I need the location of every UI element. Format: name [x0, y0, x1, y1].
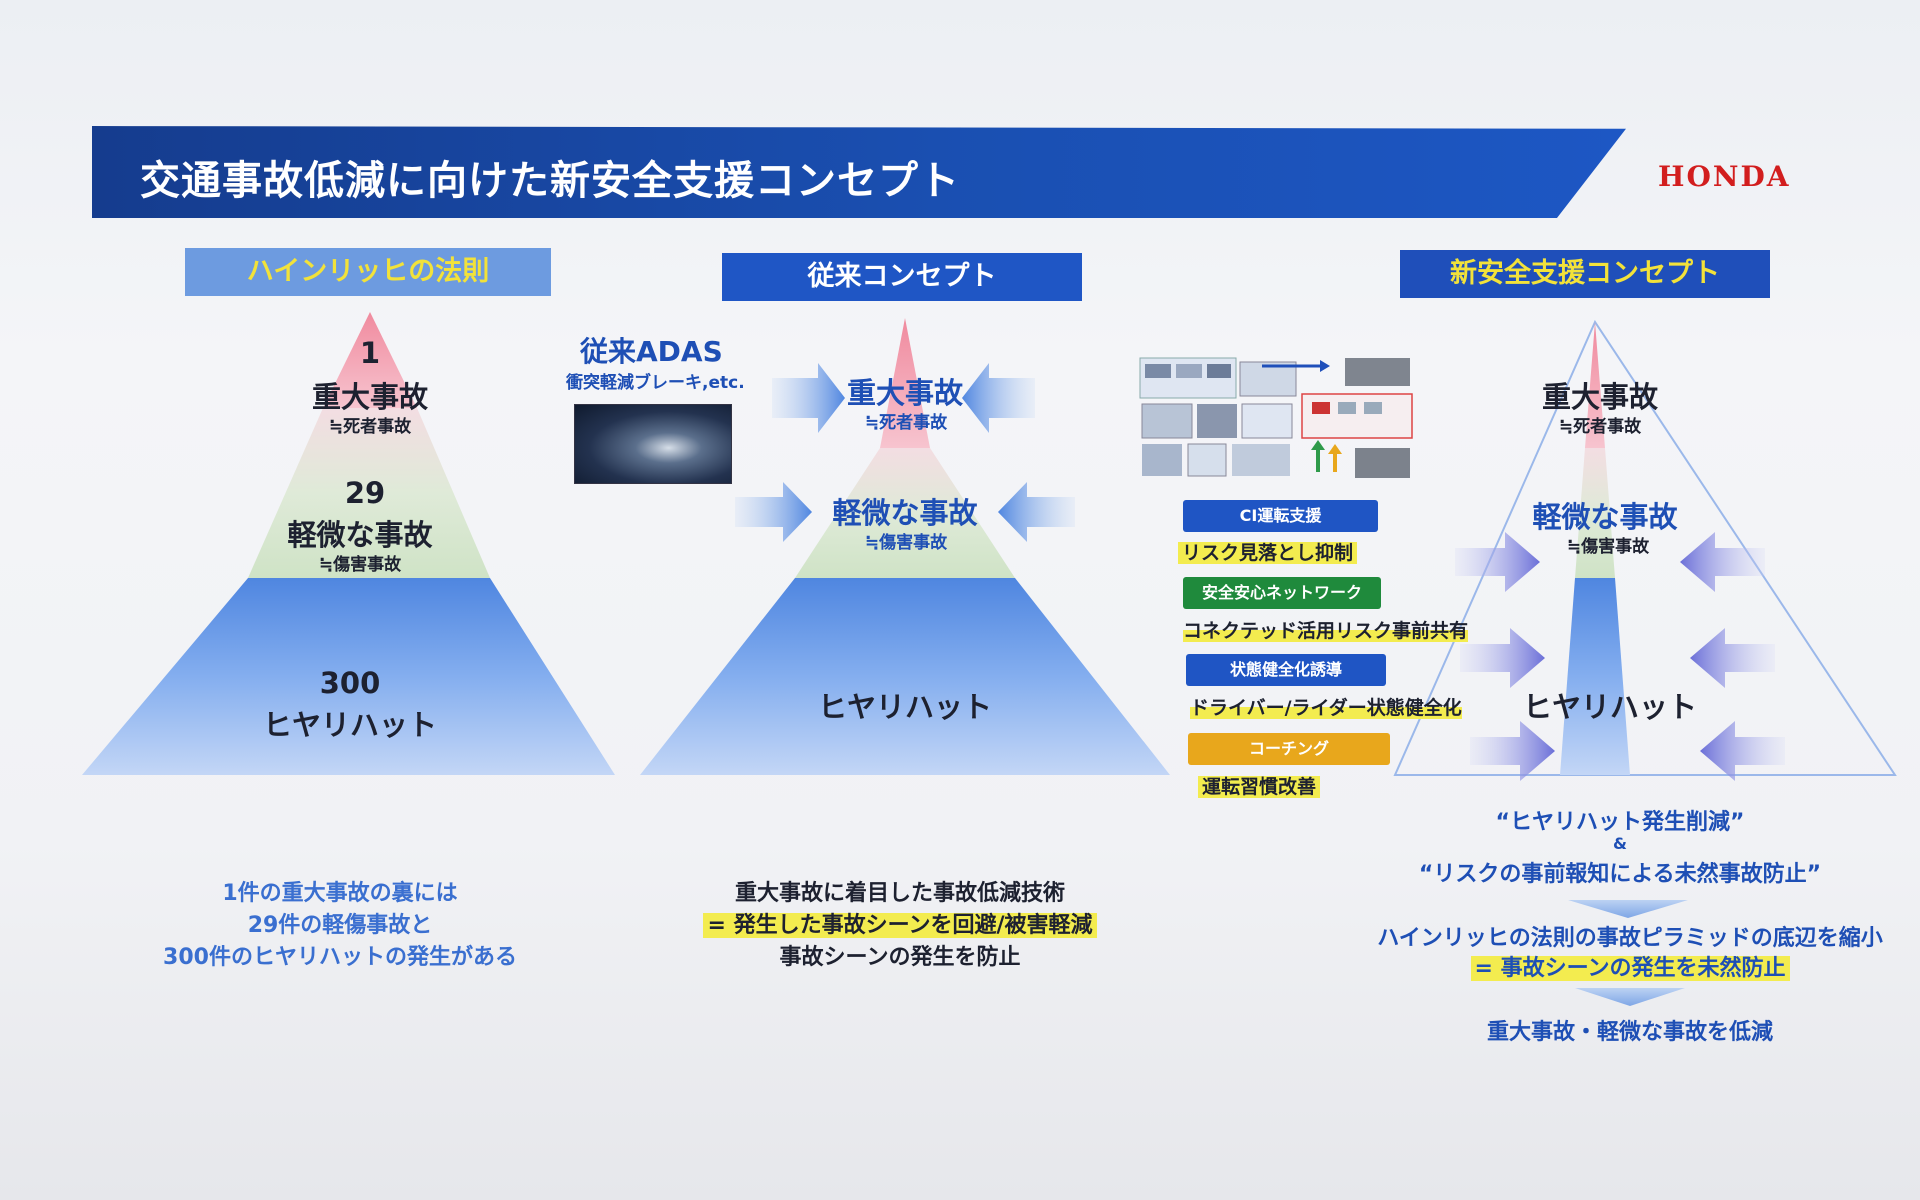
- heinrich-top-label: 重大事故: [311, 380, 428, 414]
- tag-safety-network: 安全安心ネットワーク: [1183, 577, 1381, 609]
- new-result-2: = 事故シーンの発生を未然防止: [1440, 950, 1820, 982]
- tag-coaching: コーチング: [1188, 733, 1390, 765]
- conventional-description: 重大事故に着目した事故低減技術 = 発生した事故シーンを回避/被害軽減 事故シー…: [660, 878, 1140, 974]
- tag-state-guidance: 状態健全化誘導: [1186, 654, 1386, 686]
- heinrich-base-number: 300: [319, 666, 381, 700]
- title-banner: [92, 126, 1626, 218]
- system-collage-image: [1139, 357, 1413, 478]
- heinrich-top-sub: ≒死者事故: [328, 417, 412, 437]
- heinrich-mid-label: 軽微な事故: [287, 518, 433, 552]
- heinrich-mid-sub: ≒傷害事故: [318, 555, 402, 575]
- heinrich-desc-line-3: 300件のヒヤリハットの発生がある: [163, 945, 517, 970]
- conventional-arrows: [735, 363, 1075, 542]
- slide-title: 交通事故低減に向けた新安全支援コンセプト: [140, 158, 960, 204]
- tag-ci-driving-support: CI運転支援: [1183, 500, 1378, 532]
- heinrich-desc-line-1: 1件の重大事故の裏には: [222, 881, 458, 906]
- adas-subtitle: 衝突軽減ブレーキ,etc.: [566, 373, 745, 393]
- new-amp: &: [1613, 834, 1627, 853]
- tag-network-note: コネクテッド活用リスク事前共有: [1183, 620, 1469, 642]
- conventional-desc-line-1: 重大事故に着目した事故低減技術: [734, 881, 1065, 906]
- conventional-desc-line-3: 事故シーンの発生を防止: [779, 945, 1021, 970]
- down-chevron-2: [1575, 988, 1685, 1006]
- adas-car-image: [574, 404, 732, 484]
- down-chevron-1: [1568, 900, 1688, 918]
- heinrich-mid-number: 29: [344, 476, 386, 510]
- new-quote-1: “ヒヤリハット発生削減”: [1495, 810, 1745, 835]
- heinrich-pyramid: [82, 312, 615, 775]
- adas-title: 従来ADAS: [580, 335, 723, 368]
- new-mid-label: 軽微な事故: [1532, 500, 1678, 534]
- new-top-label: 重大事故: [1541, 380, 1658, 414]
- tag-ci-note: リスク見落とし抑制: [1178, 538, 1358, 565]
- heinrich-base-label: ヒヤリハット: [262, 708, 437, 742]
- heinrich-description: 1件の重大事故の裏には 29件の軽傷事故と 300件のヒヤリハットの発生がある: [130, 878, 550, 974]
- new-quote-2: “リスクの事前報知による未然事故防止”: [1418, 862, 1822, 887]
- conventional-base-label: ヒヤリハット: [817, 690, 992, 724]
- tag-state-note: ドライバー/ライダー状態健全化: [1190, 697, 1462, 719]
- new-top-sub: ≒死者事故: [1558, 417, 1642, 437]
- new-concept-pyramid: [1393, 319, 1897, 776]
- new-concept-arrows: [1455, 532, 1785, 781]
- new-result-1: ハインリッヒの法則の事故ピラミッドの底辺を縮小: [1377, 926, 1883, 951]
- conventional-desc-line-2: = 発生した事故シーンを回避/被害軽減: [703, 913, 1097, 938]
- conventional-mid-sub: ≒傷害事故: [864, 533, 948, 553]
- heinrich-desc-line-2: 29件の軽傷事故と: [247, 913, 433, 938]
- new-base-label: ヒヤリハット: [1522, 690, 1697, 724]
- conventional-top-sub: ≒死者事故: [864, 413, 948, 433]
- conventional-header: 従来コンセプト: [722, 253, 1082, 301]
- new-result-3: 重大事故・軽微な事故を低減: [1486, 1020, 1773, 1045]
- conventional-mid-label: 軽微な事故: [832, 496, 978, 530]
- new-concept-header: 新安全支援コンセプト: [1400, 250, 1770, 298]
- heinrich-top-number: 1: [359, 336, 381, 370]
- tag-coaching-note: 運転習慣改善: [1198, 772, 1321, 799]
- conventional-top-label: 重大事故: [846, 376, 963, 410]
- honda-logo: HONDA: [1658, 160, 1791, 193]
- new-mid-sub: ≒傷害事故: [1566, 537, 1650, 557]
- heinrich-header: ハインリッヒの法則: [185, 248, 551, 296]
- conventional-pyramid: [640, 318, 1170, 775]
